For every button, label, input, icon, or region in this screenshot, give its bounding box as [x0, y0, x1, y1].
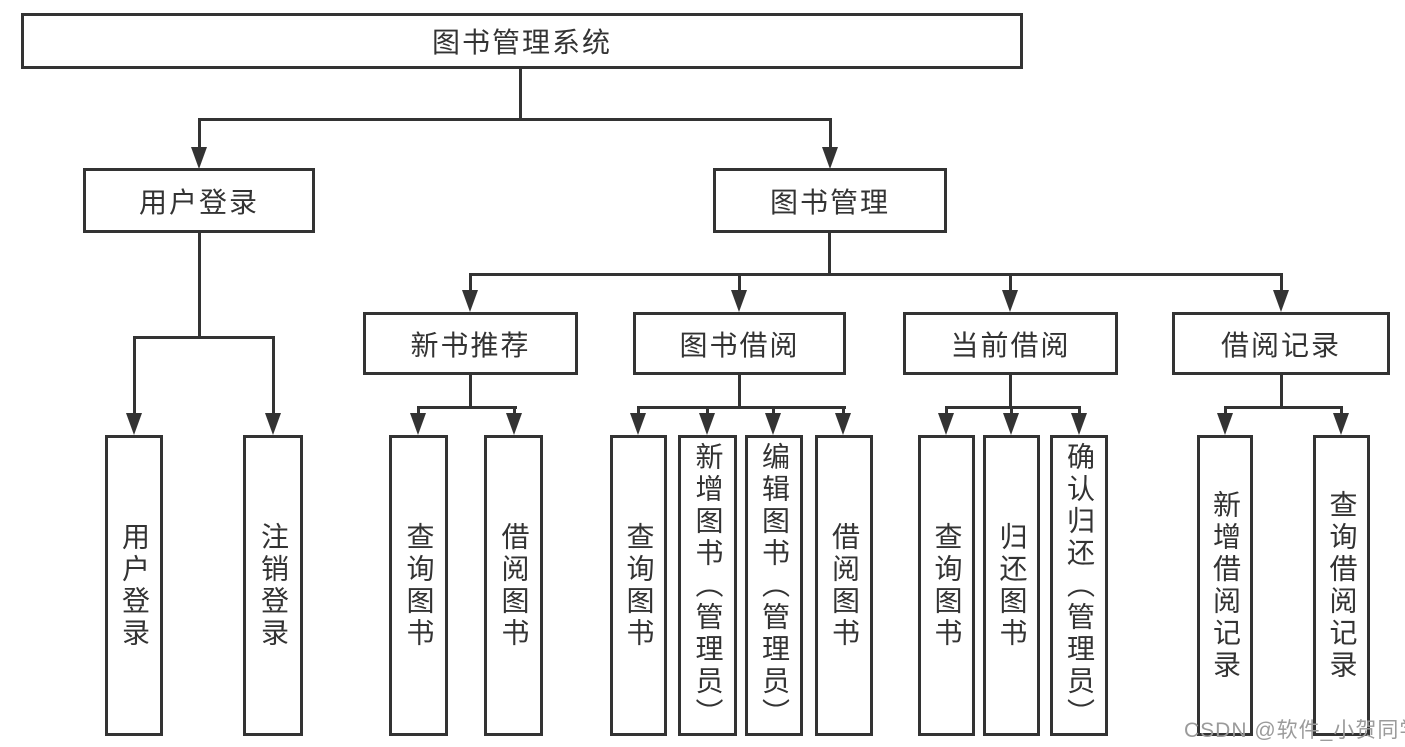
connector-line — [513, 406, 516, 415]
connector-line — [198, 118, 201, 148]
node-root: 图书管理系统 — [21, 13, 1023, 69]
leaf-label: 用户登录 — [119, 521, 150, 650]
leaf-label: 新增图书（管理员） — [692, 441, 724, 730]
arrow-down-icon — [1071, 413, 1087, 435]
leaf-label: 查询图书 — [403, 521, 435, 650]
leaf-label: 编辑图书（管理员） — [759, 441, 790, 730]
leaf-logout: 注销登录 — [243, 435, 303, 736]
arrow-down-icon — [126, 413, 142, 435]
arrow-down-icon — [765, 413, 781, 435]
connector-line — [1078, 406, 1081, 415]
arrow-down-icon — [1217, 413, 1233, 435]
leaf-label: 确认归还（管理员） — [1064, 441, 1095, 730]
node-user-login: 用户登录 — [83, 168, 315, 233]
leaf-query-book-1: 查询图书 — [389, 435, 448, 736]
leaf-add-borrow-record: 新增借阅记录 — [1197, 435, 1253, 736]
connector-line — [772, 406, 775, 415]
leaf-confirm-return-admin: 确认归还（管理员） — [1050, 435, 1108, 736]
arrow-down-icon — [191, 147, 207, 169]
leaf-label: 注销登录 — [258, 521, 289, 650]
leaf-label: 借阅图书 — [829, 521, 860, 650]
connector-line — [198, 232, 201, 336]
connector-line — [133, 336, 275, 339]
node-current-borrow-label: 当前借阅 — [950, 329, 1071, 361]
node-book-borrow-label: 图书借阅 — [679, 329, 800, 361]
arrow-down-icon — [835, 413, 851, 435]
node-root-label: 图书管理系统 — [431, 27, 612, 58]
connector-line — [469, 375, 472, 406]
connector-line — [1224, 406, 1227, 415]
connector-line — [133, 336, 136, 414]
leaf-query-borrow-record: 查询借阅记录 — [1313, 435, 1370, 736]
arrow-down-icon — [410, 413, 426, 435]
leaf-query-book-3: 查询图书 — [918, 435, 975, 736]
arrow-down-icon — [822, 147, 838, 169]
connector-line — [272, 336, 275, 414]
node-user-login-label: 用户登录 — [138, 186, 259, 218]
connector-line — [469, 273, 1283, 276]
arrow-down-icon — [1333, 413, 1349, 435]
connector-line — [519, 69, 522, 118]
arrow-down-icon — [699, 413, 715, 435]
connector-line — [1280, 375, 1283, 406]
connector-line — [1340, 406, 1343, 415]
leaf-label: 查询图书 — [931, 521, 963, 650]
leaf-borrow-book-1: 借阅图书 — [484, 435, 543, 736]
leaf-edit-book-admin: 编辑图书（管理员） — [745, 435, 803, 736]
connector-line — [842, 406, 845, 415]
connector-line — [637, 406, 846, 409]
connector-line — [1280, 273, 1283, 291]
leaf-label: 查询图书 — [623, 521, 655, 650]
leaf-user-login: 用户登录 — [105, 435, 163, 736]
connector-line — [198, 118, 832, 121]
arrow-down-icon — [630, 413, 646, 435]
leaf-borrow-book-2: 借阅图书 — [815, 435, 873, 736]
connector-line — [828, 232, 831, 274]
leaf-return-book: 归还图书 — [983, 435, 1040, 736]
leaf-label: 归还图书 — [996, 521, 1028, 650]
connector-line — [417, 406, 420, 415]
connector-line — [637, 406, 640, 415]
node-current-borrow: 当前借阅 — [903, 312, 1118, 375]
leaf-add-book-admin: 新增图书（管理员） — [678, 435, 737, 736]
connector-line — [1010, 406, 1013, 415]
arrow-down-icon — [265, 413, 281, 435]
connector-line — [945, 406, 1081, 409]
connector-line — [829, 118, 832, 148]
connector-line — [1009, 375, 1012, 406]
connector-line — [469, 273, 472, 291]
node-new-book-recommend: 新书推荐 — [363, 312, 578, 375]
connector-line — [738, 375, 741, 406]
connector-line — [706, 406, 709, 415]
connector-line — [945, 406, 948, 415]
connector-line — [417, 406, 517, 409]
arrow-down-icon — [506, 413, 522, 435]
node-book-management: 图书管理 — [713, 168, 947, 233]
node-book-management-label: 图书管理 — [769, 186, 890, 218]
connector-line — [1009, 273, 1012, 291]
connector-line — [1224, 406, 1343, 409]
node-borrow-record-label: 借阅记录 — [1220, 329, 1341, 361]
node-book-borrow: 图书借阅 — [633, 312, 846, 375]
node-new-book-recommend-label: 新书推荐 — [410, 329, 531, 361]
csdn-watermark: CSDN @软件_小贺同学 — [1184, 719, 1405, 742]
node-borrow-record: 借阅记录 — [1172, 312, 1390, 375]
connector-line — [738, 273, 741, 291]
leaf-label: 查询借阅记录 — [1326, 489, 1358, 682]
leaf-label: 新增借阅记录 — [1210, 489, 1241, 682]
arrow-down-icon — [1002, 290, 1018, 312]
arrow-down-icon — [1273, 290, 1289, 312]
leaf-label: 借阅图书 — [498, 521, 530, 650]
arrow-down-icon — [731, 290, 747, 312]
arrow-down-icon — [1003, 413, 1019, 435]
leaf-query-book-2: 查询图书 — [610, 435, 667, 736]
arrow-down-icon — [462, 290, 478, 312]
arrow-down-icon — [938, 413, 954, 435]
